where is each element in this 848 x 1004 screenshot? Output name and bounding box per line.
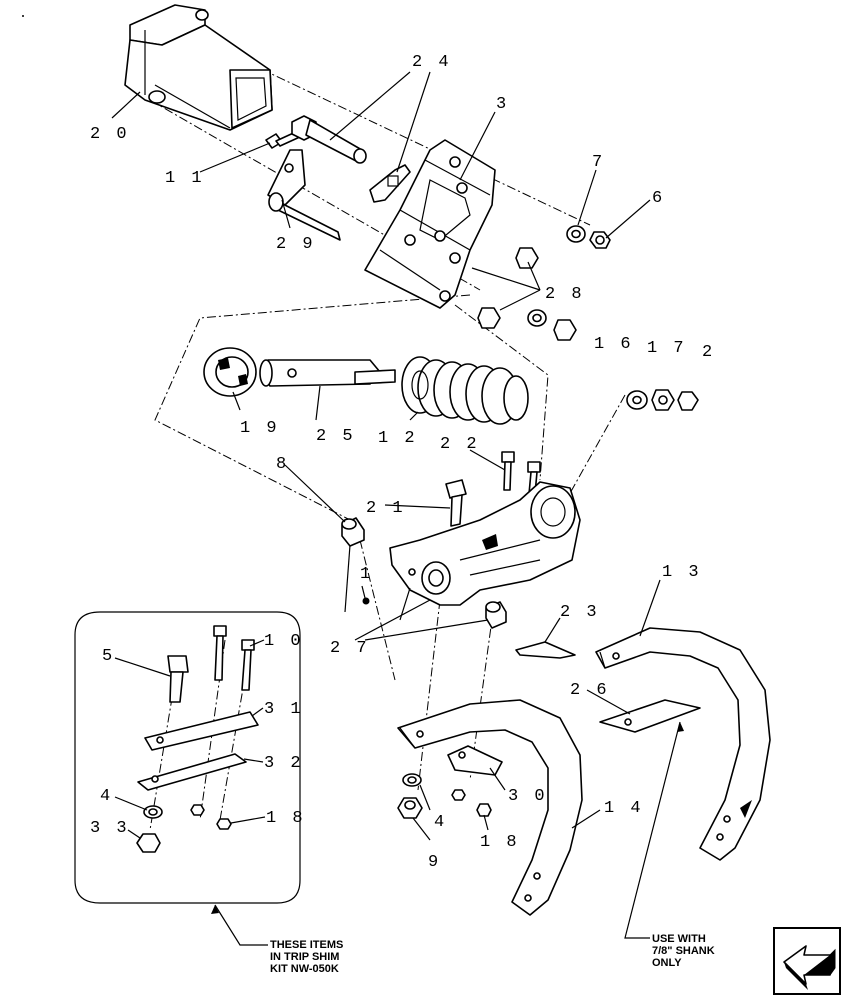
part-29-pin-with-ear (267, 149, 341, 241)
part-4-washer-inset (143, 805, 163, 819)
callout-22: 2 2 (440, 435, 480, 454)
part-17-nut (651, 389, 675, 411)
callout-18-inset: 1 8 (266, 809, 306, 828)
part-2-nut (677, 391, 699, 411)
callout-23: 2 3 (560, 603, 600, 622)
part-7-washer (566, 225, 586, 243)
callout-4-inset: 4 (100, 787, 113, 806)
callout-18-center: 1 8 (480, 833, 520, 852)
callout-33: 3 3 (90, 819, 130, 838)
arrow-back-icon[interactable] (773, 927, 841, 995)
part-18-nut-center (451, 789, 492, 817)
stray-dot (22, 15, 24, 17)
part-32-plate (137, 753, 247, 791)
callout-9: 9 (428, 853, 441, 872)
part-30-plate (447, 745, 503, 776)
part-20-mount-tube (124, 4, 273, 131)
callout-6: 6 (652, 189, 665, 208)
callout-12: 1 2 (378, 429, 418, 448)
callout-30: 3 0 (508, 787, 548, 806)
part-12-coil-spring (401, 356, 529, 425)
callout-14: 1 4 (604, 799, 644, 818)
callout-4-center: 4 (434, 813, 447, 832)
callout-25: 2 5 (316, 427, 356, 446)
callout-1: 1 (360, 565, 373, 584)
callout-5: 5 (102, 647, 115, 666)
part-18-nut-inset (190, 804, 232, 830)
callout-11: 1 1 (165, 169, 205, 188)
part-21-bolt (445, 479, 467, 527)
part-24-link-plate (369, 164, 411, 203)
callout-29: 2 9 (276, 235, 316, 254)
callout-21: 2 1 (366, 499, 406, 518)
part-10-bolts (213, 625, 255, 691)
shank-note-line2: 7/8" SHANK (652, 945, 715, 957)
trip-shim-kit-inset (74, 611, 301, 904)
callout-32: 3 2 (264, 754, 304, 773)
callout-24: 2 4 (412, 53, 452, 72)
callout-27: 2 7 (330, 639, 370, 658)
callout-8: 8 (276, 455, 289, 474)
part-6-nut (589, 231, 611, 249)
part-5-bolt (167, 655, 189, 703)
part-8-bushing (341, 517, 365, 547)
part-3-main-bracket (364, 139, 496, 309)
part-16-washer (626, 390, 648, 410)
part-24-pin (291, 115, 367, 164)
callout-17: 1 7 (647, 339, 687, 358)
callout-7: 7 (592, 153, 605, 172)
callout-leaders (111, 71, 681, 946)
part-25-spring-rod (259, 359, 396, 387)
shank-note-line3: ONLY (652, 957, 682, 969)
callout-3: 3 (496, 95, 509, 114)
part-23-shim (515, 641, 576, 659)
leader-arrowheads (211, 722, 684, 914)
callout-16: 1 6 (594, 335, 634, 354)
callout-28: 2 8 (545, 285, 585, 304)
callout-26: 2 6 (570, 681, 610, 700)
shank-note-line1: USE WITH (652, 933, 706, 945)
part-4-washer-center (402, 773, 422, 787)
part-19-spring-cap (203, 347, 257, 397)
part-13-large-shank (595, 627, 771, 861)
callout-2: 2 (702, 343, 715, 362)
part-33-nut (136, 833, 161, 853)
part-28-nuts (477, 247, 577, 341)
part-9-nut (397, 797, 423, 819)
part-trip-arm-casting (389, 481, 581, 621)
kit-note-line3: KIT NW-050K (270, 963, 339, 975)
kit-note: THESE ITEMS IN TRIP SHIM KIT NW-050K (270, 939, 343, 975)
part-26-shim (599, 699, 701, 733)
callout-19: 1 9 (240, 419, 280, 438)
callout-31: 3 1 (264, 700, 304, 719)
part-1-grease-fitting (362, 597, 370, 605)
part-31-plate (144, 711, 259, 751)
callout-20: 2 0 (90, 125, 130, 144)
callout-labels: 2 0 2 4 3 1 1 2 9 7 6 2 8 1 6 1 7 2 1 9 … (90, 53, 715, 872)
callout-13: 1 3 (662, 563, 702, 582)
part-14-shank (397, 699, 583, 916)
kit-note-line2: IN TRIP SHIM (270, 951, 339, 963)
part-27-bushing (485, 601, 507, 629)
callout-10: 1 0 (264, 632, 304, 651)
shank-note: USE WITH 7/8" SHANK ONLY (652, 933, 715, 969)
kit-note-line1: THESE ITEMS (270, 939, 343, 951)
